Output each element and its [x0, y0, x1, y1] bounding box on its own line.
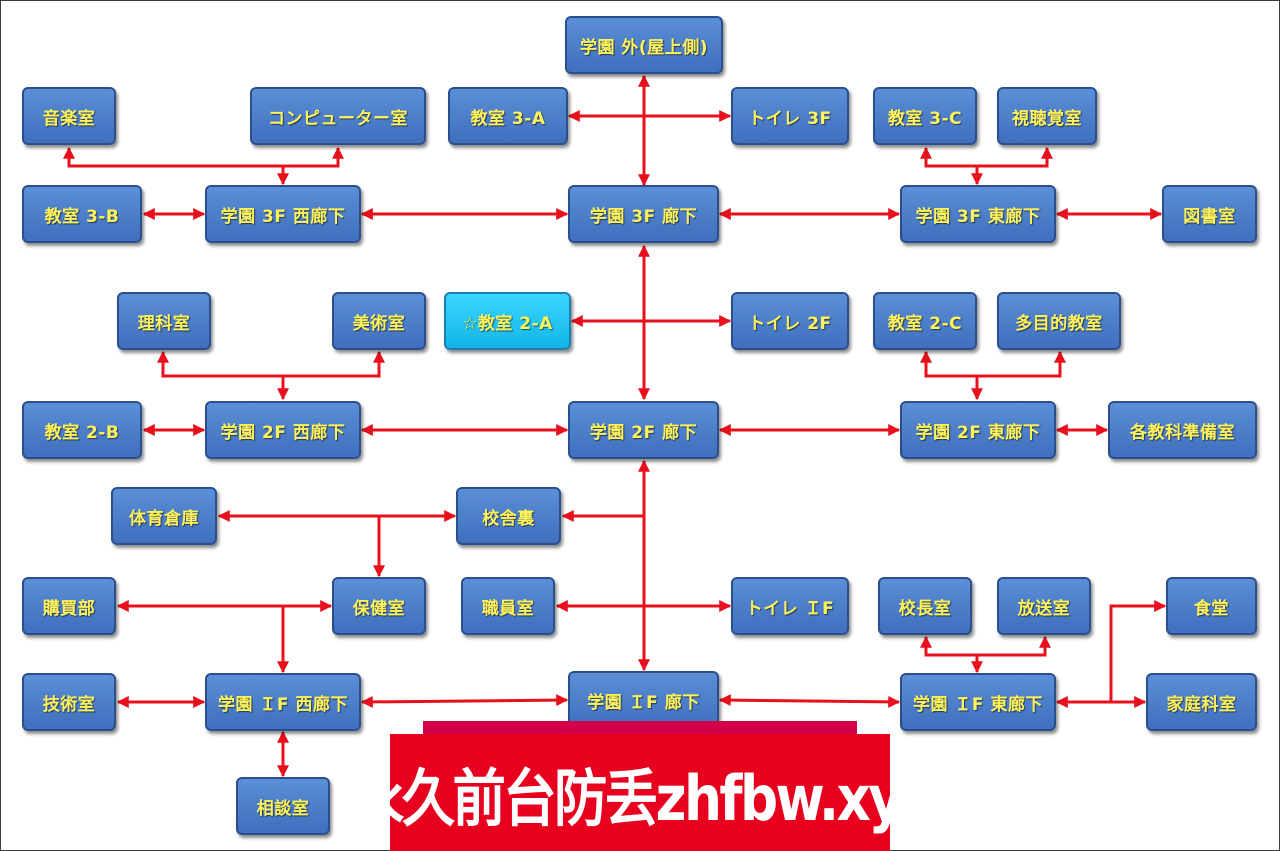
node-counseling-room: 相談室	[236, 777, 330, 835]
node-class-2a-current: ☆教室 2-A	[444, 292, 571, 350]
link-east1f-principal-broadcast	[920, 635, 1051, 657]
node-hall-2f: 学園 2F 廊下	[568, 401, 719, 459]
node-toilet-2f: トイレ 2F	[731, 292, 849, 350]
node-hall-1f: 学園 ＩF 廊下	[568, 671, 719, 729]
node-toilet-3f: トイレ 3F	[731, 87, 849, 145]
node-staff-room: 職員室	[461, 577, 555, 635]
node-class-3b: 教室 3-B	[22, 185, 142, 243]
link-west3f-music-computer	[63, 146, 344, 168]
link-west2f-science-art	[157, 350, 385, 378]
node-class-2b: 教室 2-B	[22, 401, 142, 459]
node-science-room: 理科室	[117, 292, 211, 350]
node-east-hall-3f: 学園 3F 東廊下	[900, 185, 1056, 243]
node-multi-room: 多目的教室	[997, 292, 1121, 350]
link-west1f-hall1f	[360, 694, 569, 708]
link-hall1f-east1f	[718, 694, 901, 708]
node-east-hall-2f: 学園 2F 東廊下	[900, 401, 1056, 459]
node-av-room: 視聴覚室	[997, 87, 1097, 145]
node-prep-room: 各教科準備室	[1108, 401, 1257, 459]
watermark-banner: 永久前台防丢zhfbw.xyz	[390, 734, 890, 851]
node-class-3a: 教室 3-A	[448, 87, 568, 145]
node-nurse-office: 保健室	[332, 577, 426, 635]
node-behind-school: 校舎裏	[456, 487, 561, 545]
node-class-3c: 教室 3-C	[873, 87, 977, 145]
banner-text: 永久前台防丢zhfbw.xyz	[390, 761, 890, 835]
node-computer-room: コンピューター室	[250, 87, 426, 145]
node-west-hall-2f: 学園 2F 西廊下	[205, 401, 361, 459]
node-music-room: 音楽室	[22, 87, 116, 145]
node-toilet-1f: トイレ ＩF	[731, 577, 849, 635]
banner-stripe	[423, 721, 857, 734]
node-cafeteria: 食堂	[1166, 577, 1257, 635]
node-store: 購買部	[22, 577, 116, 635]
node-west-hall-3f: 学園 3F 西廊下	[205, 185, 361, 243]
link-east2f-2c-multi	[920, 350, 1066, 378]
node-tech-room: 技術室	[22, 673, 116, 731]
node-class-2c: 教室 2-C	[873, 292, 977, 350]
node-art-room: 美術室	[332, 292, 426, 350]
node-hall-3f: 学園 3F 廊下	[568, 185, 719, 243]
node-broadcast-room: 放送室	[997, 577, 1091, 635]
node-library: 図書室	[1162, 185, 1257, 243]
node-principal-office: 校長室	[878, 577, 972, 635]
node-home-ec-room: 家庭科室	[1146, 673, 1257, 731]
node-outside-roof: 学園 外(屋上側)	[565, 16, 723, 74]
link-east1f-cafeteria	[1109, 600, 1167, 702]
node-east-hall-1f: 学園 ＩF 東廊下	[900, 673, 1056, 731]
link-east3f-3c-av	[920, 146, 1053, 168]
node-west-hall-1f: 学園 ＩF 西廊下	[205, 673, 361, 731]
node-sports-storage: 体育倉庫	[111, 487, 217, 545]
